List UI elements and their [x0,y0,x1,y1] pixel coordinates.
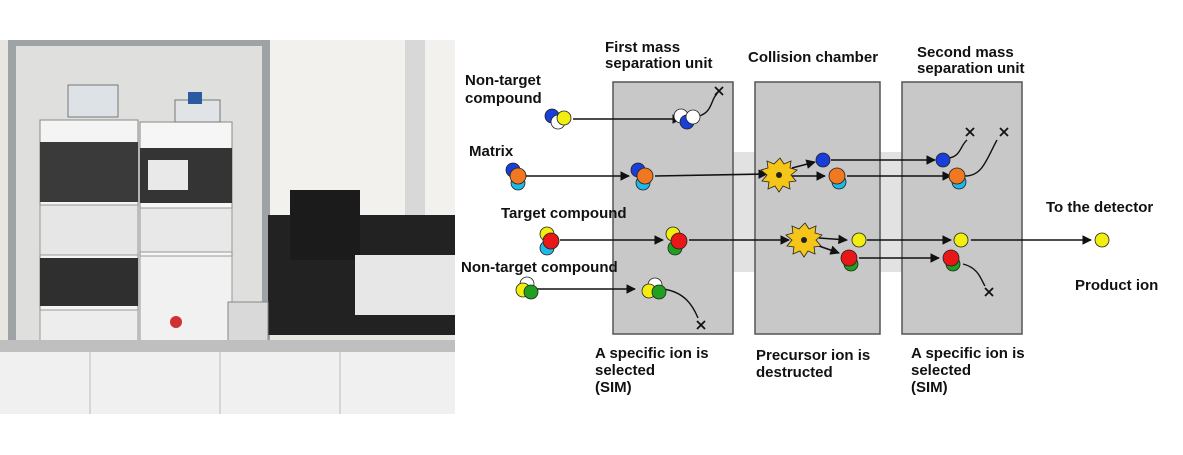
matrix-blue-x-icon [965,127,975,137]
non-target-2-x-icon [696,320,706,330]
bench-top [0,340,455,352]
molecule-non-target-2-input [515,276,539,300]
matrix-orange-deflect [964,139,998,177]
instrument-photo [0,40,455,414]
target-red-x-icon [984,287,994,297]
fragment-blue-second [935,152,951,168]
matrix-orange-x-icon [999,127,1009,137]
flow-matrix [525,127,1009,181]
fragment-red-collision [840,249,859,272]
collision-caption-line-2: destructed [756,364,833,381]
status-led-red [170,316,182,328]
product-ion-molecule [1094,232,1110,248]
second-mass-separation-unit [901,81,1023,335]
hplc-module-dark-3 [40,258,138,306]
molecule-non-target-1-input [544,108,572,130]
fragment-red-second [942,249,961,272]
molecule-non-target-1-selected [673,108,701,130]
fragment-orange-second [948,167,967,190]
matrix-blue-deflect [948,139,968,159]
second-caption-line-1: A specific ion is [911,345,1025,362]
second-unit-label-line-1: Second mass [917,44,1014,61]
hplc-module-dark-1 [40,142,138,202]
molecule-target-input [539,226,560,256]
channel-2 [880,152,902,272]
first-unit-caption: A specific ion is selected (SIM) [595,345,713,396]
flow-target [560,234,1092,297]
fragment-yellow-collision [851,232,867,248]
second-caption-line-3: (SIM) [911,379,948,396]
product-ion-label: Product ion [1075,277,1158,294]
collision-burst-matrix-icon [760,157,798,193]
first-caption-line-2: selected [595,362,655,379]
input-non-target-1-line-1: Non-target [465,72,541,89]
flow-non-target-2 [535,284,706,330]
input-non-target-1-line-2: compound [465,90,542,107]
enclosure-top [8,40,270,46]
non-target-1-x-icon [714,86,724,96]
molecule-matrix-input [505,162,527,191]
collision-chamber [754,81,881,335]
first-unit-label-line-2: separation unit [605,55,713,72]
ms-front-panel [355,255,455,315]
to-detector-label: To the detector [1046,199,1153,216]
fragment-blue-collision [815,152,831,168]
ms-source-housing [290,190,360,260]
enclosure-post-left [8,40,16,414]
first-caption-line-3: (SIM) [595,379,632,396]
solvent-bottle-cap [188,92,202,104]
molecule-non-target-2-selected [641,277,667,300]
second-unit-label: Second mass separation unit [917,44,1025,77]
fragment-orange-collision [828,167,847,190]
input-label-non-target-2: Non-target compound [461,259,618,276]
input-label-non-target-1: Non-target compound [465,72,545,107]
enclosure-post-right [262,40,270,370]
hplc-module-2 [39,204,139,256]
ms-ms-diagram: First mass separation unit Collision cha… [461,39,1158,396]
target-split-down [818,245,840,255]
input-label-matrix: Matrix [469,143,514,160]
collision-chamber-label: Collision chamber [748,49,878,66]
channel-1 [733,152,755,272]
target-split-up [818,234,848,245]
collision-caption: Precursor ion is destructed [756,347,874,381]
second-caption-line-2: selected [911,362,971,379]
first-unit-label: First mass separation unit [605,39,713,72]
second-unit-caption: A specific ion is selected (SIM) [911,345,1029,396]
first-caption-line-1: A specific ion is [595,345,709,362]
matrix-arrow-2 [654,169,768,179]
first-unit-label-line-1: First mass [605,39,680,56]
target-red-deflect [962,263,986,287]
molecule-target-selected [665,226,688,256]
solvent-tray-left [67,84,119,118]
molecule-matrix-selected [630,162,654,191]
hplc-module-6 [139,207,233,253]
hplc-panel-window [148,160,188,190]
input-label-target: Target compound [501,205,627,222]
flow-non-target-1 [573,86,724,124]
collision-burst-target-icon [785,222,823,258]
non-target-2-deflect [662,288,699,319]
second-unit-label-line-2: separation unit [917,60,1025,77]
collision-caption-line-1: Precursor ion is [756,347,870,364]
fragment-yellow-second [953,232,969,248]
matrix-split-up [791,159,816,169]
bench-cabinets [0,352,455,414]
photo-cable-conduit [405,40,425,250]
